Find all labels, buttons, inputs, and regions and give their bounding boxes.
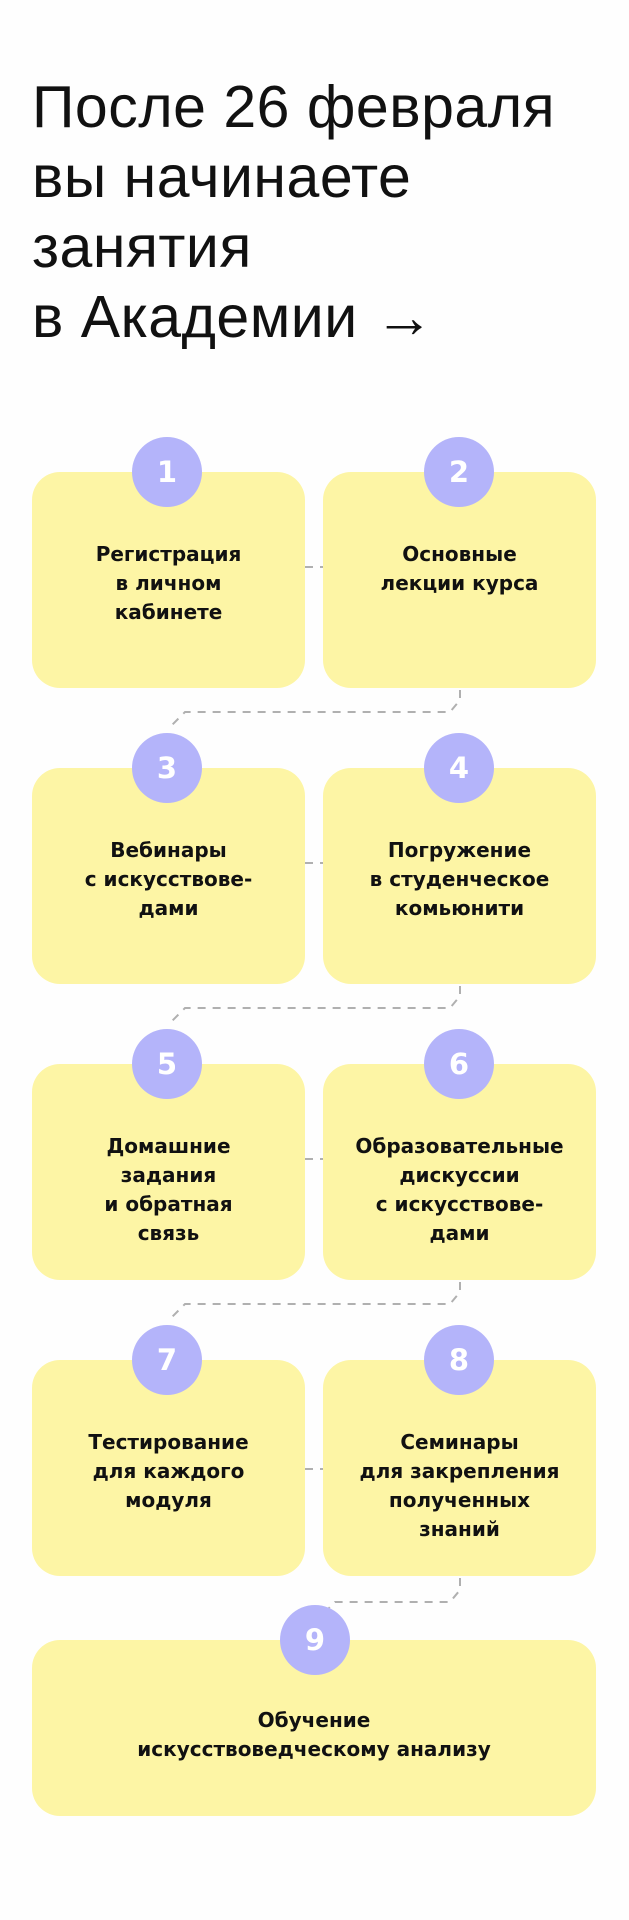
step-number-badge: 7 (132, 1325, 202, 1395)
connector-6-7 (171, 1282, 461, 1318)
step-text: Семинары для закрепления полученных знан… (359, 1430, 560, 1541)
step-number-badge: 5 (132, 1029, 202, 1099)
title-line: После 26 февраля (32, 74, 556, 140)
title-line: вы начинаете (32, 144, 412, 210)
step-text: Домашние задания и обратная связь (104, 1134, 233, 1245)
step-text: Основные лекции курса (380, 542, 539, 595)
connector-8-9 (321, 1578, 461, 1616)
connector-4-5 (171, 986, 461, 1022)
page-title: После 26 февраля вы начинаете занятия в … (32, 72, 612, 352)
step-card-3: Вебинары с искусствове- дами (32, 768, 305, 984)
step-card-6: Образовательные дискуссии с искусствове-… (323, 1064, 596, 1280)
step-card-4: Погружение в студенческое комьюнити (323, 768, 596, 984)
step-number-badge: 9 (280, 1605, 350, 1675)
title-line: в Академии → (32, 284, 435, 350)
connector-2-3 (171, 690, 461, 726)
step-text: Регистрация в личном кабинете (95, 542, 242, 624)
step-number-badge: 3 (132, 733, 202, 803)
step-text: Вебинары с искусствове- дами (84, 838, 253, 920)
step-card-5: Домашние задания и обратная связь (32, 1064, 305, 1280)
step-card-1: Регистрация в личном кабинете (32, 472, 305, 688)
step-number-badge: 8 (424, 1325, 494, 1395)
step-number-badge: 4 (424, 733, 494, 803)
step-number-badge: 1 (132, 437, 202, 507)
step-card-2: Основные лекции курса (323, 472, 596, 688)
step-text: Тестирование для каждого модуля (88, 1430, 249, 1512)
step-text: Образовательные дискуссии с искусствове-… (355, 1134, 564, 1245)
step-text: Погружение в студенческое комьюнити (369, 838, 550, 920)
step-card-7: Тестирование для каждого модуля (32, 1360, 305, 1576)
title-line: занятия (32, 214, 252, 280)
step-card-8: Семинары для закрепления полученных знан… (323, 1360, 596, 1576)
step-number-badge: 6 (424, 1029, 494, 1099)
step-number-badge: 2 (424, 437, 494, 507)
step-text: Обучение искусствоведческому анализу (137, 1708, 491, 1761)
